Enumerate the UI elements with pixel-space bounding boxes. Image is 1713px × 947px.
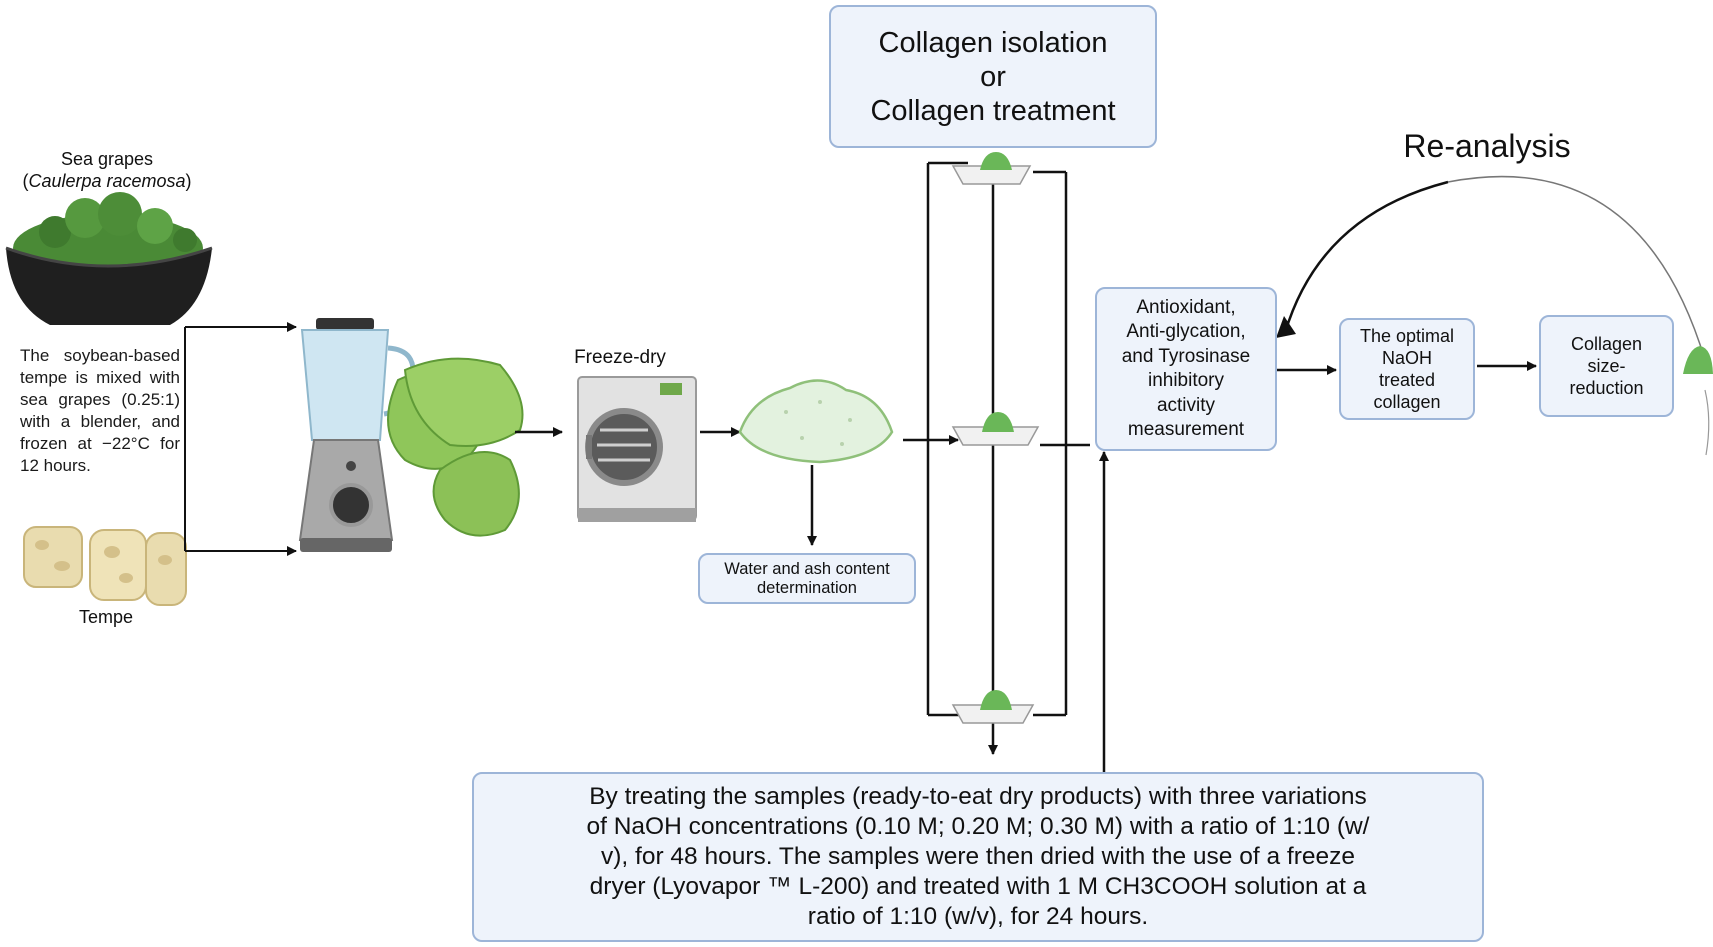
size-line3: reduction	[1569, 378, 1644, 398]
sample-plate-bottom-icon	[951, 690, 1035, 724]
treatment-line3: v), for 48 hours. The samples were then …	[601, 843, 1355, 870]
sea-grapes-name: Sea grapes	[60, 149, 154, 169]
measurement-line6: measurement	[1127, 419, 1245, 440]
measurement-line2: Anti-glycation,	[1126, 321, 1246, 342]
treatment-line1: By treating the samples (ready-to-eat dr…	[589, 783, 1367, 810]
sample-sphere-icon	[1683, 346, 1713, 374]
treatment-line4: dryer (Lyovapor ™ L-200) and treated wit…	[589, 873, 1367, 900]
tempe-icon	[23, 526, 187, 606]
freeze-dryer-icon	[577, 376, 697, 522]
tempe-label: Tempe	[78, 607, 134, 627]
water-ash-line1: Water and ash content	[724, 559, 890, 578]
collagen-treatment-text: Collagen treatment	[870, 94, 1116, 127]
optimal-line3: treated	[1378, 370, 1436, 390]
collagen-title-box: Collagen isolation or Collagen treatment	[829, 5, 1157, 148]
size-line2: size-	[1587, 356, 1626, 376]
treatment-line2: of NaOH concentrations (0.10 M; 0.20 M; …	[586, 813, 1370, 840]
optimal-line4: collagen	[1373, 392, 1441, 412]
powder-pile-icon	[738, 379, 894, 464]
treatment-line5: ratio of 1:10 (w/v), for 24 hours.	[807, 903, 1149, 930]
blended-mixture-icon	[387, 357, 524, 537]
sea-grapes-bowl-icon	[5, 192, 213, 325]
water-ash-box: Water and ash content determination	[698, 553, 916, 604]
freeze-dry-label: Freeze-dry	[574, 347, 666, 368]
size-line1: Collagen	[1570, 334, 1643, 354]
sea-grapes-label: Sea grapes (Caulerpa racemosa)	[22, 149, 192, 191]
measurement-line1: Antioxidant,	[1136, 296, 1236, 318]
or-text: or	[980, 60, 1006, 93]
re-analysis-label: Re-analysis	[1403, 128, 1571, 164]
optimal-line1: The optimal	[1359, 326, 1455, 346]
collagen-isolation-text: Collagen isolation	[878, 26, 1108, 59]
measurement-line3: and Tyrosinase	[1121, 345, 1251, 367]
measurement-line5: activity	[1156, 394, 1216, 416]
sample-plate-top-icon	[951, 152, 1032, 185]
size-reduction-box: Collagen size- reduction	[1539, 315, 1674, 417]
optimal-naoh-box: The optimal NaOH treated collagen	[1339, 318, 1475, 420]
optimal-line2: NaOH	[1381, 348, 1432, 368]
sea-grapes-latin: Caulerpa racemosa	[28, 171, 186, 191]
water-ash-line2: determination	[757, 578, 857, 597]
treatment-description-box: By treating the samples (ready-to-eat dr…	[472, 772, 1484, 942]
process-description: The soybean-based tempe is mixed with se…	[20, 346, 180, 475]
measurement-line4: inhibitory	[1147, 370, 1225, 391]
measurement-box: Antioxidant, Anti-glycation, and Tyrosin…	[1095, 287, 1277, 451]
sample-plate-middle-icon	[951, 412, 1040, 446]
